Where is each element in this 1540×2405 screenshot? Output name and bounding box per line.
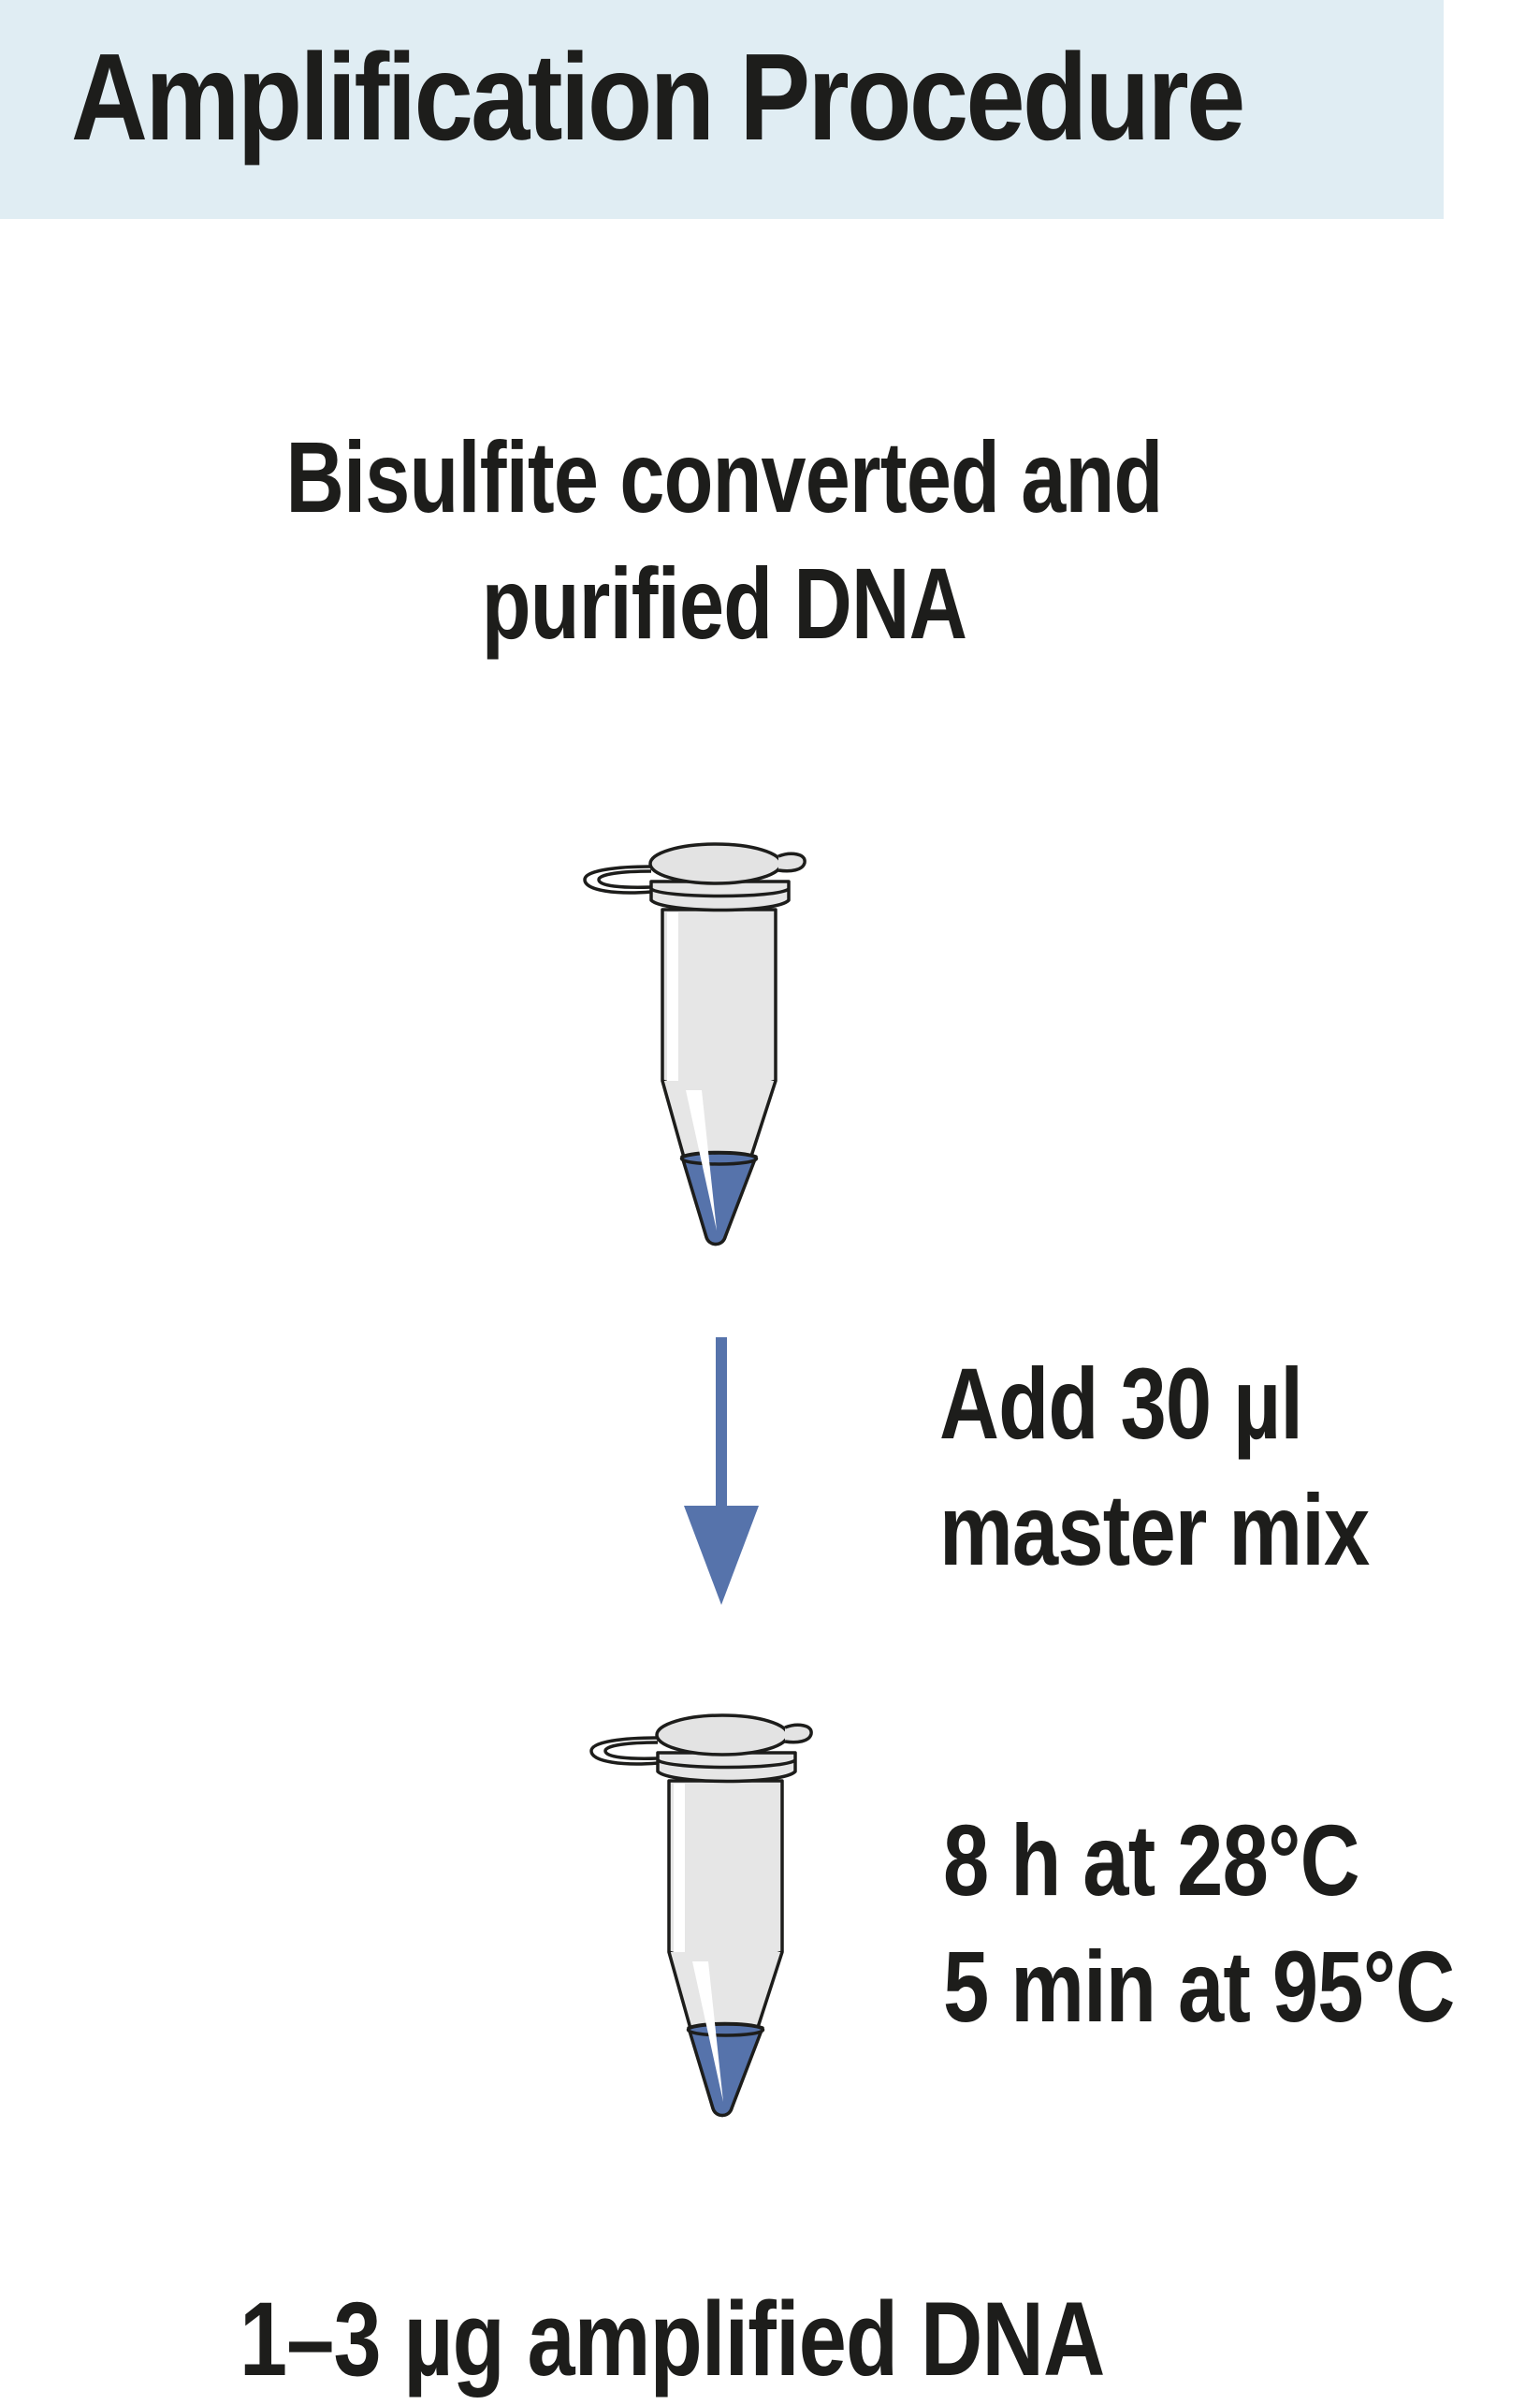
input-label: Bisulfite converted and purified DNA bbox=[251, 414, 1198, 666]
result-label: 1–3 µg amplified DNA bbox=[240, 2281, 1105, 2398]
step-add-line2: master mix bbox=[939, 1473, 1370, 1586]
arrow-down-icon bbox=[684, 1337, 759, 1605]
incubation-step: 8 h at 28°C 5 min at 95°C bbox=[943, 1797, 1455, 2049]
page-title: Amplification Procedure bbox=[71, 28, 1245, 166]
microcentrifuge-tube-icon bbox=[589, 1713, 813, 2118]
input-label-line1: Bisulfite converted and bbox=[285, 420, 1164, 533]
step-incubate-line1: 8 h at 28°C bbox=[943, 1803, 1360, 1917]
input-label-line2: purified DNA bbox=[481, 547, 967, 660]
step-incubate-line2: 5 min at 95°C bbox=[943, 1930, 1455, 2043]
add-master-mix-step: Add 30 µl master mix bbox=[939, 1340, 1370, 1593]
microcentrifuge-tube-icon bbox=[583, 842, 806, 1246]
title-banner: Amplification Procedure bbox=[0, 0, 1444, 219]
step-add-line1: Add 30 µl bbox=[939, 1347, 1303, 1460]
